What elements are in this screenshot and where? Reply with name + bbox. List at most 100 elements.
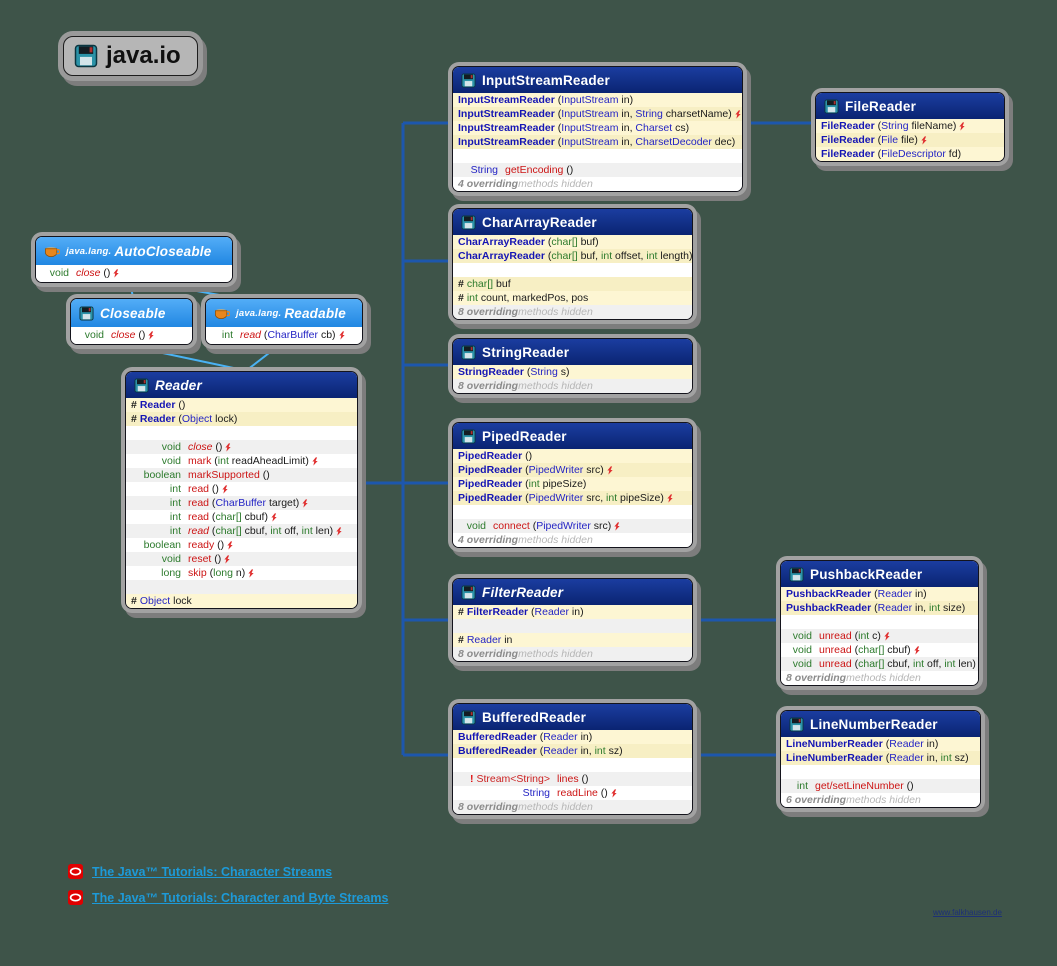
member-row: FileReader (FileDescriptor fd) [816, 147, 1004, 161]
member-row [781, 615, 978, 629]
realization-edge [129, 280, 134, 299]
member-row: 8 overriding methods hidden [781, 671, 978, 685]
member-row: StringReader (String s) [453, 365, 692, 379]
class-title: PipedReader [482, 428, 567, 444]
realization-edge [246, 342, 283, 371]
floppy-icon [789, 566, 804, 582]
floppy-icon [789, 716, 804, 732]
class-header-Closeable[interactable]: Closeable [71, 299, 192, 327]
class-title: FileReader [845, 98, 917, 114]
class-title: Readable [284, 305, 346, 321]
class-header-FilterReader[interactable]: FilterReader [453, 579, 692, 605]
member-row: 8 overriding methods hidden [453, 800, 692, 814]
class-header-CharArrayReader[interactable]: CharArrayReader [453, 209, 692, 235]
member-row: ! Stream<String>lines () [453, 772, 692, 786]
class-header-Readable[interactable]: java.lang.Readable [206, 299, 362, 327]
member-row [453, 505, 692, 519]
member-row: #FilterReader (Reader in) [453, 605, 692, 619]
class-header-FileReader[interactable]: FileReader [816, 93, 1004, 119]
package-prefix: java.lang. [66, 245, 112, 257]
floppy-icon [79, 305, 94, 321]
class-header-LineNumberReader[interactable]: LineNumberReader [781, 711, 980, 737]
class-header-PipedReader[interactable]: PipedReader [453, 423, 692, 449]
realization-edge [140, 280, 237, 299]
floppy-icon [461, 584, 476, 600]
class-title: Closeable [100, 305, 166, 321]
tutorial-link-character-byte-streams[interactable]: The Java™ Tutorials: Character and Byte … [68, 890, 388, 905]
member-row [453, 263, 692, 277]
realization-edge [114, 342, 244, 371]
member-row: 8 overriding methods hidden [453, 379, 692, 393]
tutorial-link-label: The Java™ Tutorials: Character Streams [92, 864, 333, 879]
member-row: BufferedReader (Reader in) [453, 730, 692, 744]
tutorial-link-character-streams[interactable]: The Java™ Tutorials: Character Streams [68, 864, 332, 879]
floppy-icon [824, 98, 839, 114]
class-header-Reader[interactable]: Reader [126, 372, 357, 398]
floppy-icon [74, 44, 98, 68]
class-title: StringReader [482, 344, 570, 360]
class-title: AutoCloseable [114, 243, 212, 259]
member-row [781, 765, 980, 779]
class-header-InputStreamReader[interactable]: InputStreamReader [453, 67, 742, 93]
member-row: #int count, markedPos, pos [453, 291, 692, 305]
floppy-icon [461, 214, 476, 230]
member-row: #char[] buf [453, 277, 692, 291]
member-row: 8 overriding methods hidden [453, 647, 692, 661]
member-row: #Reader (Object lock) [126, 412, 357, 426]
member-row [453, 619, 692, 633]
member-row: #Reader () [126, 398, 357, 412]
class-header-StringReader[interactable]: StringReader [453, 339, 692, 365]
member-row: PushbackReader (Reader in, int size) [781, 601, 978, 615]
package-title: java.io [63, 36, 198, 76]
class-title: CharArrayReader [482, 214, 597, 230]
watermark-link[interactable]: www.falkhausen.de [933, 908, 1002, 917]
member-row: LineNumberReader (Reader in, int sz) [781, 751, 980, 765]
member-row [126, 426, 357, 440]
class-header-PushbackReader[interactable]: PushbackReader [781, 561, 978, 587]
member-row: PipedReader (int pipeSize) [453, 477, 692, 491]
member-row: 8 overriding methods hidden [453, 305, 692, 319]
floppy-icon [461, 72, 476, 88]
member-row: LineNumberReader (Reader in) [781, 737, 980, 751]
class-header-AutoCloseable[interactable]: java.lang.AutoCloseable [36, 237, 232, 265]
member-row: #Object lock [126, 594, 357, 608]
floppy-icon [461, 428, 476, 444]
member-row [126, 580, 357, 594]
class-title: FilterReader [482, 584, 564, 600]
class-header-BufferedReader[interactable]: BufferedReader [453, 704, 692, 730]
member-row: InputStreamReader (InputStream in, Strin… [453, 107, 742, 121]
member-row: InputStreamReader (InputStream in, Chars… [453, 135, 742, 149]
oracle-icon [68, 864, 83, 879]
member-row: CharArrayReader (char[] buf) [453, 235, 692, 249]
package-title-label: java.io [106, 42, 181, 69]
